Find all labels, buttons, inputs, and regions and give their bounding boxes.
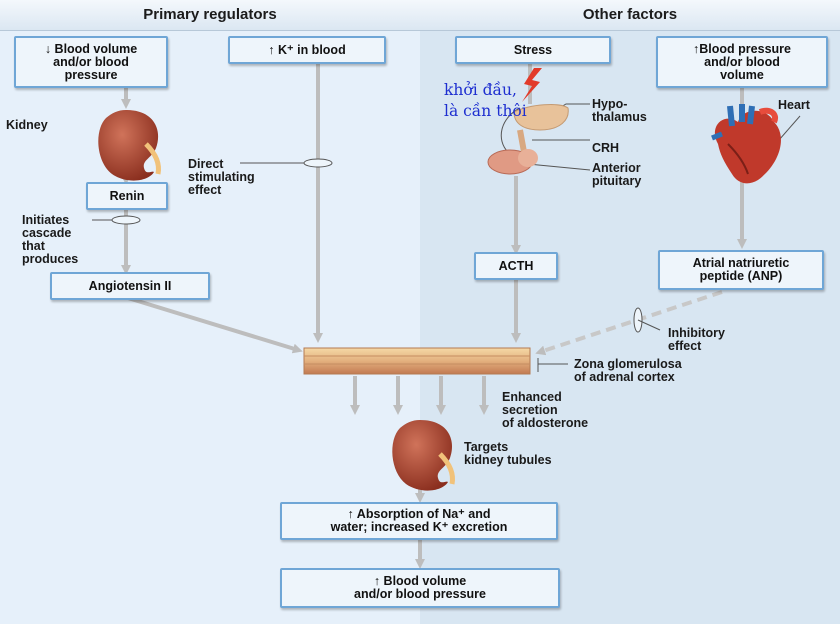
header-other-factors: Other factors — [420, 0, 840, 31]
label-targets-kidney-tubules: Targets kidney tubules — [464, 440, 552, 467]
label-direct-stimulating-effect: Direct stimulating effect — [188, 157, 255, 197]
label-inhibitory-effect: Inhibitory effect — [668, 326, 725, 353]
box-acth: ACTH — [474, 252, 558, 280]
label-enhanced-secretion: Enhanced secretion of aldosterone — [502, 390, 589, 430]
arrow-angiotensin-to-zona — [127, 296, 303, 354]
lightning-icon — [522, 68, 542, 102]
box-k-in-blood: ↑ K⁺ in blood — [228, 36, 386, 64]
label-kidney: Kidney — [6, 118, 48, 132]
box-anp: Atrial natriuretic peptide (ANP) — [658, 250, 824, 290]
heart-illustration — [711, 104, 781, 184]
zona-glomerulosa-tissue — [303, 347, 531, 375]
box-blood-volume-result: ↑ Blood volume and/or blood pressure — [280, 568, 560, 608]
annotation-line-2: là cần thôi — [444, 102, 527, 120]
label-zona-glomerulosa: Zona glomerulosa of adrenal cortex — [574, 357, 682, 384]
box-angiotensin-ii: Angiotensin II — [50, 272, 210, 300]
hypothalamus-pituitary-illustration — [487, 104, 569, 175]
label-crh: CRH — [592, 141, 620, 155]
header-primary-regulators: Primary regulators — [0, 0, 420, 31]
box-stress: Stress — [455, 36, 611, 64]
label-anterior-pituitary: Anterior pituitary — [592, 161, 642, 188]
label-initiates-cascade: Initiates cascade that produces — [22, 213, 79, 266]
leader-lines — [92, 103, 801, 372]
label-heart: Heart — [778, 98, 810, 112]
annotation-line-1: khởi đầu, — [444, 81, 517, 99]
label-hypothalamus: Hypo- thalamus — [592, 97, 647, 124]
box-low-blood-volume: ↓ Blood volume and/or blood pressure — [14, 36, 168, 88]
kidney-illustration-top — [98, 110, 161, 181]
kidney-illustration-bottom — [392, 420, 455, 491]
arrows-aldosterone-secretion — [350, 376, 489, 415]
box-renin: Renin — [86, 182, 168, 210]
box-high-blood-pressure: ↑Blood pressure and/or blood volume — [656, 36, 828, 88]
box-absorption: ↑ Absorption of Na⁺ and water; increased… — [280, 502, 558, 540]
